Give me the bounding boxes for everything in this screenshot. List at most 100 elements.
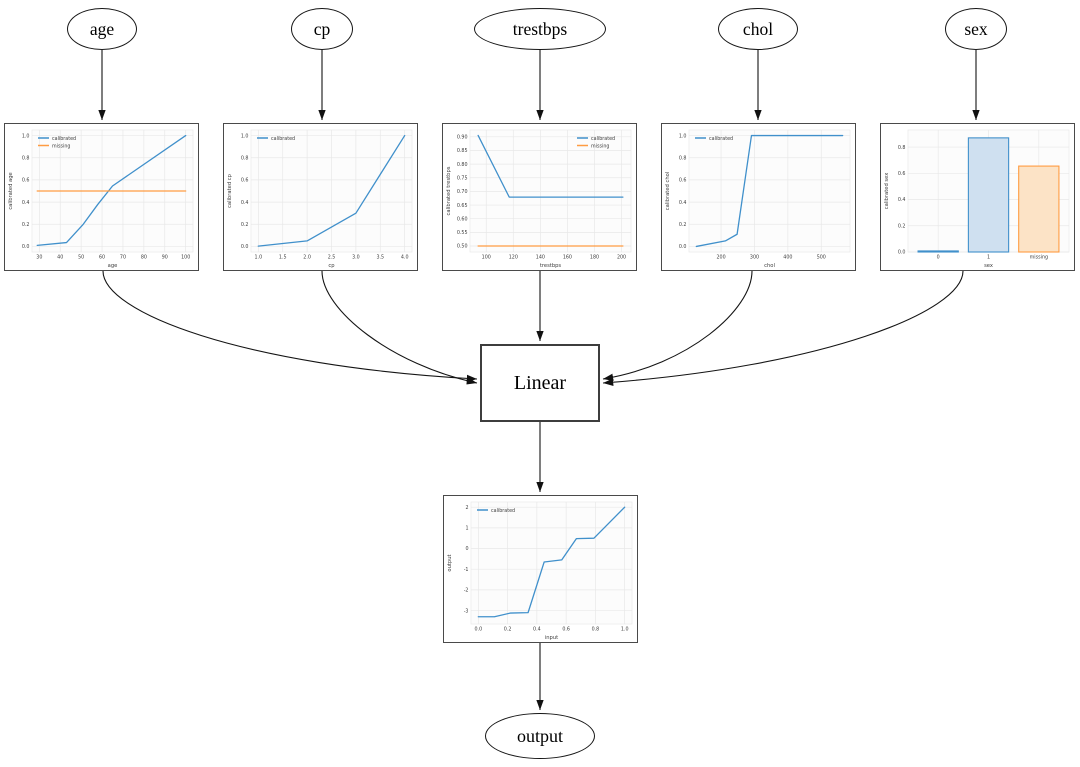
svg-text:70: 70 (120, 255, 126, 261)
svg-text:calibrated sex: calibrated sex (884, 173, 890, 210)
svg-text:0.2: 0.2 (504, 627, 512, 633)
svg-text:0: 0 (465, 546, 468, 552)
svg-text:1.0: 1.0 (679, 133, 687, 139)
svg-text:0.2: 0.2 (679, 222, 687, 228)
svg-text:0.0: 0.0 (474, 627, 482, 633)
svg-text:0.0: 0.0 (22, 244, 30, 250)
svg-text:1.0: 1.0 (241, 133, 249, 139)
svg-text:0.75: 0.75 (457, 175, 468, 181)
input-node-trestbps-label: trestbps (512, 18, 568, 39)
svg-text:50: 50 (78, 255, 84, 261)
svg-text:calibrated trestbps: calibrated trestbps (446, 166, 452, 215)
svg-text:200: 200 (716, 255, 725, 261)
svg-text:calibrated age: calibrated age (8, 172, 14, 209)
svg-text:input: input (545, 635, 558, 641)
svg-text:0.4: 0.4 (898, 197, 906, 203)
svg-text:-2: -2 (464, 588, 469, 594)
svg-text:90: 90 (162, 255, 168, 261)
svg-text:1.5: 1.5 (279, 255, 287, 261)
svg-text:2.5: 2.5 (328, 255, 336, 261)
svg-text:0.85: 0.85 (457, 148, 468, 154)
svg-text:0.65: 0.65 (457, 203, 468, 209)
edge-chol-calibrator-to-linear (602, 270, 753, 382)
svg-text:0.8: 0.8 (898, 145, 906, 151)
svg-text:0.8: 0.8 (679, 155, 687, 161)
svg-text:missing: missing (591, 143, 609, 149)
svg-text:0.8: 0.8 (22, 155, 30, 161)
svg-text:0.4: 0.4 (533, 627, 541, 633)
svg-text:1.0: 1.0 (22, 133, 30, 139)
svg-text:180: 180 (590, 255, 599, 261)
svg-text:100: 100 (181, 255, 190, 261)
svg-text:0.2: 0.2 (241, 222, 249, 228)
svg-text:0.6: 0.6 (22, 178, 30, 184)
svg-text:calibrated: calibrated (52, 136, 76, 142)
svg-text:40: 40 (57, 255, 63, 261)
linear-combiner-node: Linear (480, 344, 600, 422)
svg-text:calibrated chol: calibrated chol (665, 172, 671, 210)
svg-text:0.8: 0.8 (241, 155, 249, 161)
svg-text:0.0: 0.0 (679, 244, 687, 250)
svg-text:0.4: 0.4 (22, 200, 30, 206)
svg-text:cp: cp (328, 263, 335, 269)
svg-text:output: output (447, 554, 453, 571)
svg-text:0.50: 0.50 (457, 244, 468, 250)
input-node-cp-label: cp (313, 18, 331, 39)
edge-age-calibrator-to-linear (102, 270, 478, 383)
svg-text:0.4: 0.4 (241, 200, 249, 206)
input-node-chol-label: chol (742, 18, 774, 39)
svg-text:calibrated: calibrated (709, 136, 733, 142)
svg-text:calibrated: calibrated (271, 136, 295, 142)
edge-cp-calibrator-to-linear (321, 270, 478, 385)
svg-text:160: 160 (563, 255, 572, 261)
input-node-sex: sex (945, 8, 1007, 50)
svg-text:0.6: 0.6 (562, 627, 570, 633)
svg-text:0.0: 0.0 (241, 244, 249, 250)
input-node-trestbps: trestbps (474, 8, 606, 50)
svg-text:100: 100 (482, 255, 491, 261)
svg-text:1: 1 (987, 255, 990, 261)
input-node-cp: cp (291, 8, 353, 50)
svg-text:300: 300 (750, 255, 759, 261)
svg-text:140: 140 (536, 255, 545, 261)
svg-text:2: 2 (465, 505, 468, 511)
svg-text:-1: -1 (464, 567, 469, 573)
input-node-age-label: age (89, 18, 115, 39)
svg-text:sex: sex (984, 263, 993, 269)
svg-text:3.5: 3.5 (376, 255, 384, 261)
input-node-sex-label: sex (964, 18, 988, 39)
svg-text:age: age (108, 263, 118, 269)
svg-text:0.6: 0.6 (898, 171, 906, 177)
svg-text:200: 200 (617, 255, 626, 261)
svg-text:0.80: 0.80 (457, 162, 468, 168)
svg-text:0.90: 0.90 (457, 135, 468, 141)
input-node-age: age (67, 8, 137, 50)
svg-text:0.0: 0.0 (898, 250, 906, 256)
svg-text:0.60: 0.60 (457, 216, 468, 222)
svg-text:calibrated: calibrated (491, 508, 515, 514)
svg-text:4.0: 4.0 (401, 255, 409, 261)
svg-text:3.0: 3.0 (352, 255, 360, 261)
svg-text:120: 120 (509, 255, 518, 261)
svg-text:500: 500 (817, 255, 826, 261)
svg-text:0.2: 0.2 (898, 223, 906, 229)
svg-text:0.4: 0.4 (679, 200, 687, 206)
output-node: output (485, 713, 595, 759)
svg-text:80: 80 (141, 255, 147, 261)
svg-text:60: 60 (99, 255, 105, 261)
svg-text:-3: -3 (464, 608, 469, 614)
svg-text:trestbps: trestbps (540, 263, 562, 269)
svg-text:0.6: 0.6 (679, 178, 687, 184)
svg-text:1.0: 1.0 (621, 627, 629, 633)
edge-sex-calibrator-to-linear (602, 270, 964, 386)
svg-text:0.6: 0.6 (241, 178, 249, 184)
svg-text:missing: missing (1030, 255, 1048, 261)
svg-text:missing: missing (52, 143, 70, 149)
